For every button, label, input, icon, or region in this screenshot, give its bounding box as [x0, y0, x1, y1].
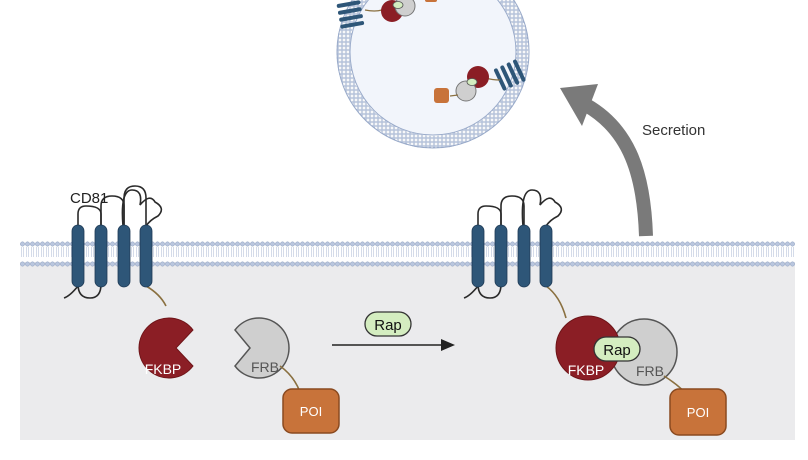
vesicle-cargo-bottom [434, 59, 526, 103]
fkbp-label-left: FKBP [145, 361, 182, 377]
cd81-left [63, 185, 167, 307]
fkbp-label-right: FKBP [568, 362, 605, 378]
fkbp-left: FKBP [138, 317, 194, 379]
rap-label-bound: Rap [603, 342, 631, 359]
vesicle-cargo-top [336, 0, 437, 29]
cd81-label: CD81 [70, 190, 108, 207]
secretory-vesicle [336, 0, 530, 149]
frb-left: FRB [234, 317, 301, 393]
rap-label-free: Rap [374, 317, 402, 334]
right-arrow-icon [441, 339, 455, 351]
rap-molecule-bound: Rap [593, 336, 641, 362]
poi-right: POI [669, 388, 727, 436]
frb-label-right: FRB [636, 363, 664, 379]
plasma-membrane [20, 237, 795, 267]
poi-left: POI [282, 388, 340, 434]
secretion-arrow [560, 84, 653, 237]
rap-molecule-free: Rap [364, 311, 412, 337]
poi-label-left: POI [300, 404, 322, 419]
frb-label-left: FRB [251, 359, 279, 375]
curved-arrow-icon [560, 84, 598, 126]
secretion-label: Secretion [642, 122, 705, 139]
reaction-arrow [332, 339, 455, 351]
cd81-right [463, 189, 567, 319]
poi-label-right: POI [687, 405, 709, 420]
